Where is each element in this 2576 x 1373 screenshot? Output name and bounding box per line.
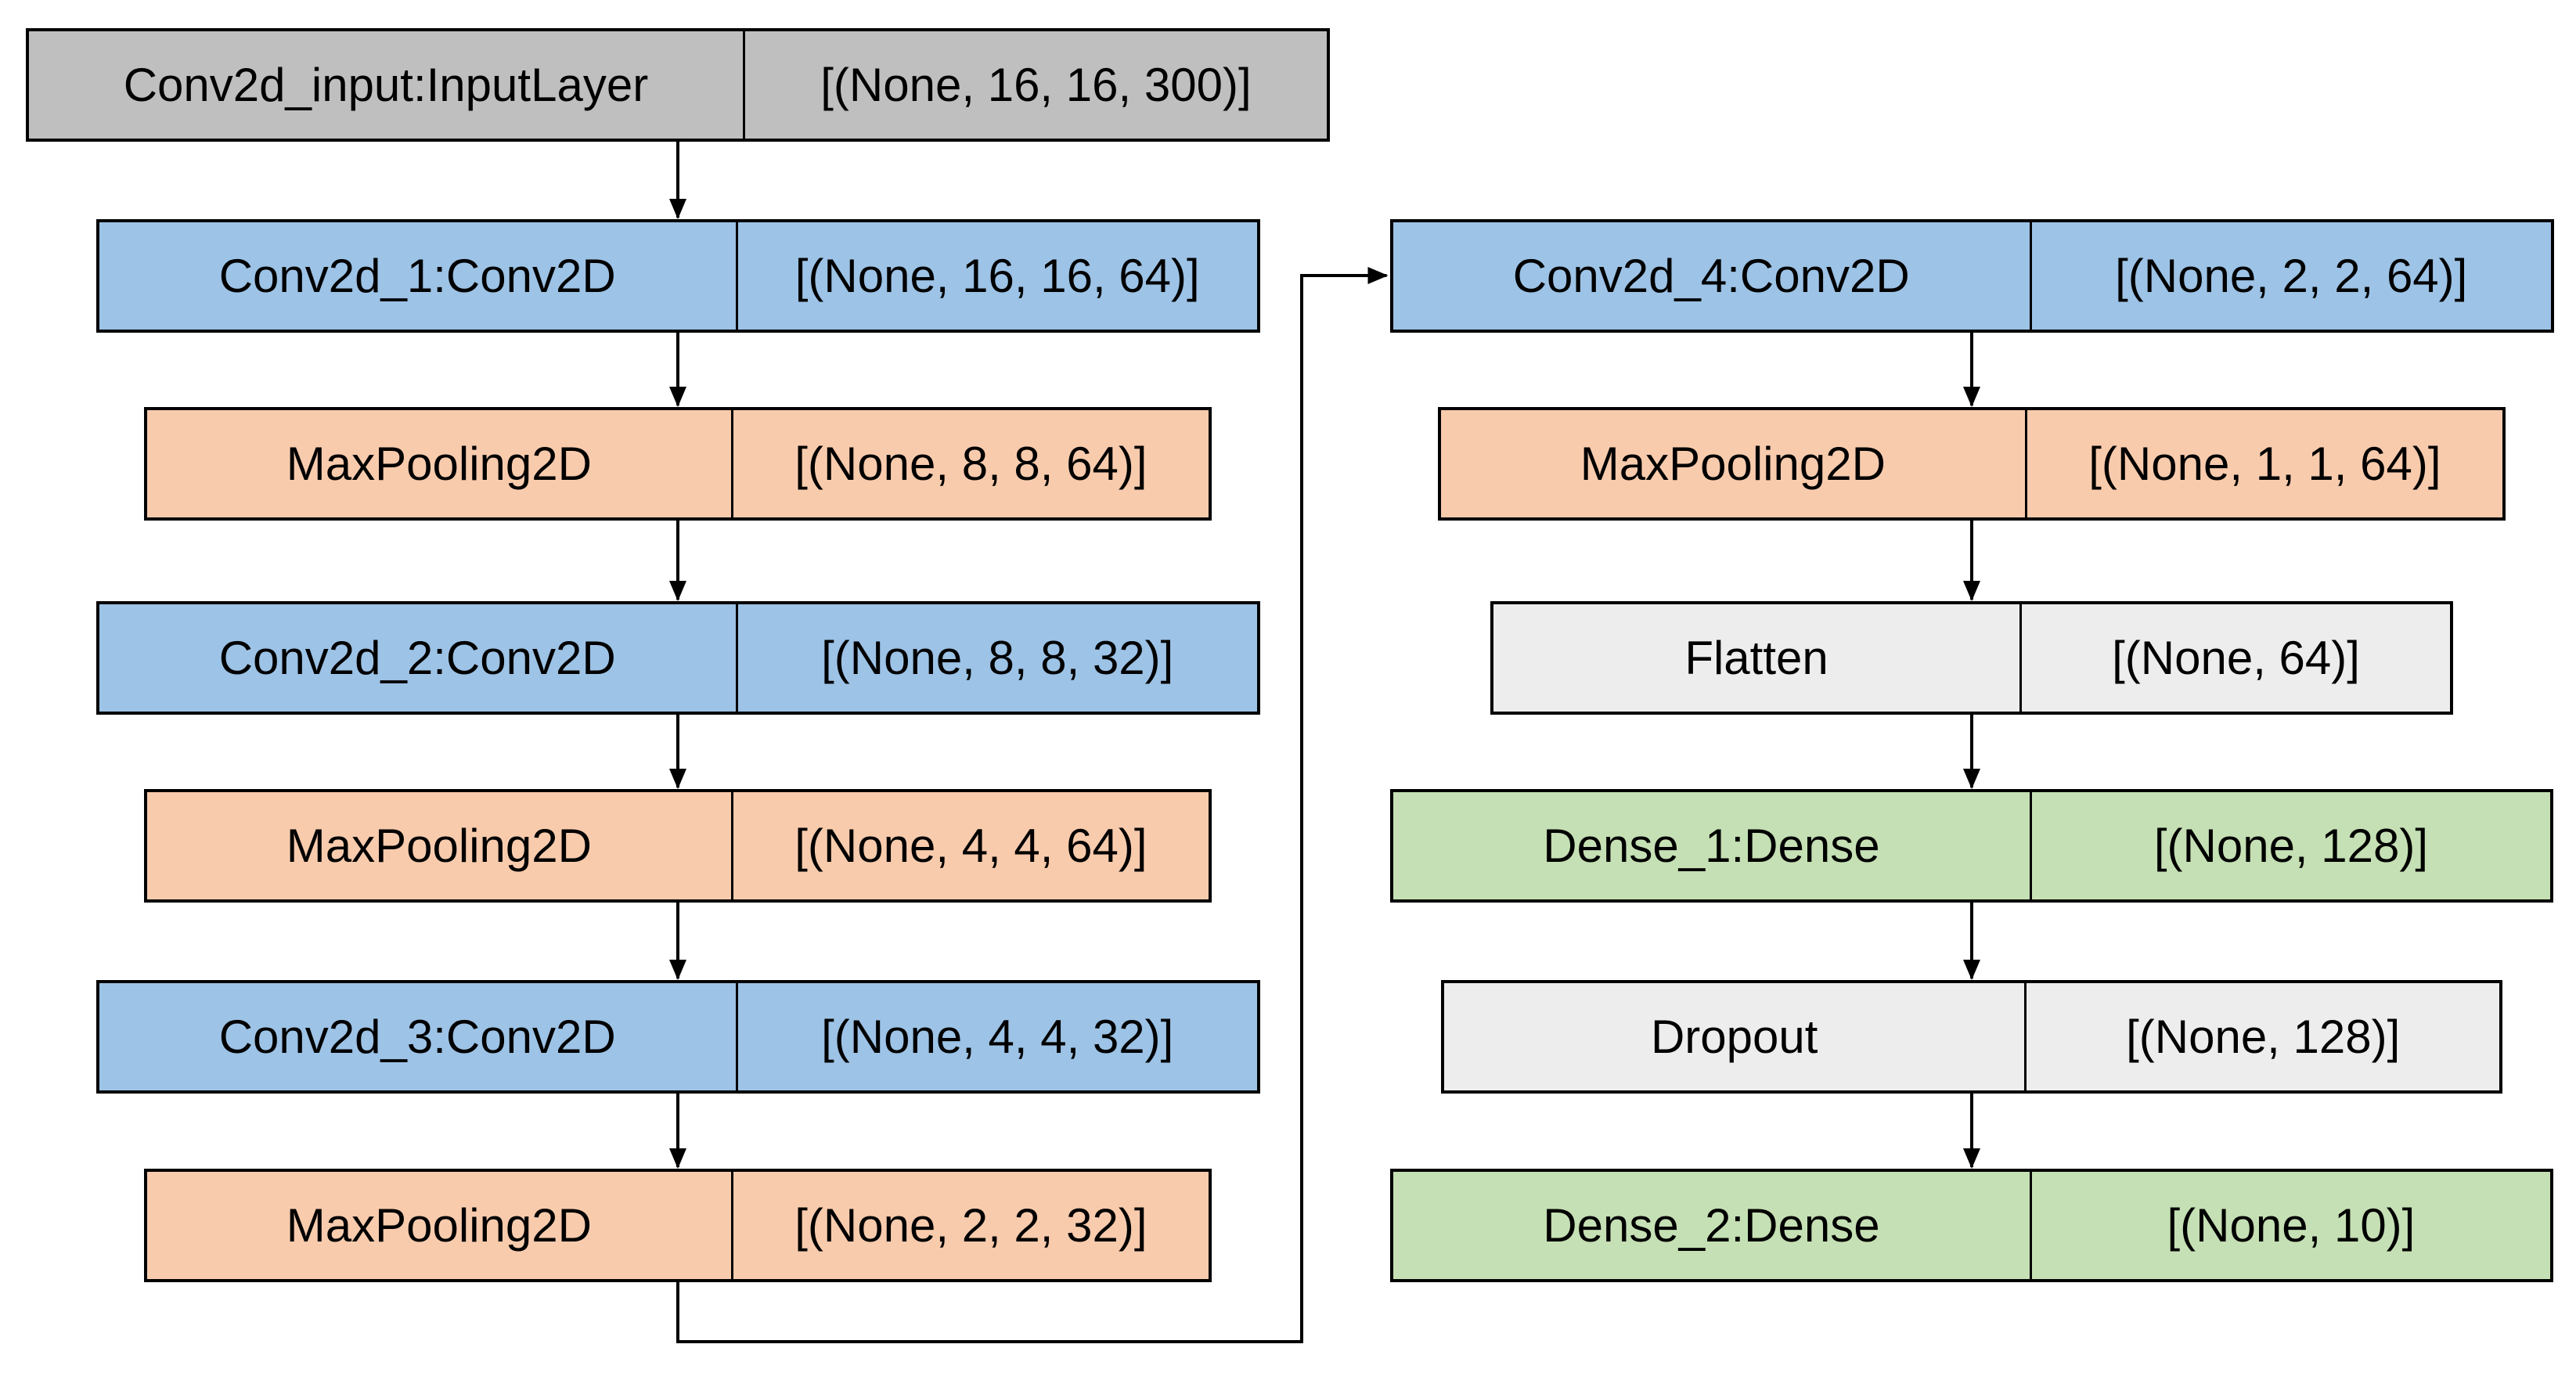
output-shape-cell: [(None, 4, 4, 32)] [735, 983, 1257, 1090]
output-shape-cell: [(None, 2, 2, 64)] [2029, 222, 2551, 330]
output-shape-text: [(None, 128)] [2153, 820, 2429, 872]
output-shape-cell: [(None, 10)] [2029, 1172, 2550, 1279]
layer-node-flatten: Flatten [(None, 64)] [1490, 601, 2453, 715]
output-shape-cell: [(None, 8, 8, 32)] [735, 604, 1257, 712]
layer-node-maxpooling2d_a: MaxPooling2D [(None, 8, 8, 64)] [144, 407, 1212, 521]
layer-name-cell: Dense_2:Dense [1393, 1172, 2030, 1279]
layer-name-text: Conv2d_3:Conv2D [218, 1011, 616, 1063]
output-shape-text: [(None, 8, 8, 64)] [794, 438, 1147, 490]
layer-node-maxpooling2d_b: MaxPooling2D [(None, 4, 4, 64)] [144, 789, 1212, 903]
layer-name-text: Conv2d_2:Conv2D [218, 632, 616, 684]
output-shape-cell: [(None, 4, 4, 64)] [730, 792, 1209, 899]
output-shape-cell: [(None, 128)] [2029, 792, 2550, 899]
layer-name-cell: Conv2d_3:Conv2D [99, 983, 736, 1090]
layer-name-text: Conv2d_input:InputLayer [123, 59, 649, 111]
layer-node-dense_2: Dense_2:Dense [(None, 10)] [1390, 1169, 2553, 1282]
layer-name-cell: Conv2d_1:Conv2D [99, 222, 736, 330]
output-shape-cell: [(None, 128)] [2024, 983, 2499, 1090]
layer-name-cell: Flatten [1493, 604, 2019, 712]
layer-name-cell: Conv2d_4:Conv2D [1393, 222, 2030, 330]
layer-name-cell: Dropout [1444, 983, 2024, 1090]
output-shape-cell: [(None, 64)] [2019, 604, 2450, 712]
layer-node-conv2d_4: Conv2d_4:Conv2D [(None, 2, 2, 64)] [1389, 219, 2554, 333]
layer-name-text: MaxPooling2D [286, 1199, 592, 1252]
output-shape-text: [(None, 128)] [2126, 1011, 2401, 1063]
output-shape-text: [(None, 4, 4, 32)] [821, 1011, 1174, 1063]
output-shape-text: [(None, 16, 16, 300)] [820, 59, 1252, 111]
layer-name-cell: MaxPooling2D [1441, 410, 2025, 517]
layer-node-conv2d_2: Conv2d_2:Conv2D [(None, 8, 8, 32)] [95, 601, 1260, 715]
output-shape-text: [(None, 16, 16, 64)] [794, 250, 1200, 302]
layer-name-text: MaxPooling2D [286, 820, 592, 872]
output-shape-text: [(None, 10)] [2167, 1199, 2416, 1252]
layer-name-text: Dense_1:Dense [1543, 820, 1880, 872]
output-shape-text: [(None, 64)] [2112, 632, 2360, 684]
layer-name-text: MaxPooling2D [286, 438, 592, 490]
layer-name-text: MaxPooling2D [1580, 438, 1886, 490]
output-shape-cell: [(None, 16, 16, 64)] [735, 222, 1257, 330]
output-shape-cell: [(None, 2, 2, 32)] [730, 1172, 1209, 1279]
layer-name-text: Conv2d_1:Conv2D [218, 250, 616, 302]
layer-node-dropout: Dropout [(None, 128)] [1441, 980, 2502, 1094]
layer-node-conv2d_3: Conv2d_3:Conv2D [(None, 4, 4, 32)] [95, 980, 1260, 1094]
layer-name-cell: MaxPooling2D [147, 792, 731, 899]
output-shape-text: [(None, 8, 8, 32)] [821, 632, 1174, 684]
layer-name-text: Dropout [1650, 1011, 1818, 1063]
layer-name-cell: Conv2d_2:Conv2D [99, 604, 736, 712]
layer-name-cell: MaxPooling2D [147, 410, 731, 517]
output-shape-text: [(None, 1, 1, 64)] [2088, 438, 2441, 490]
output-shape-text: [(None, 2, 2, 32)] [794, 1199, 1147, 1252]
output-shape-cell: [(None, 1, 1, 64)] [2024, 410, 2502, 517]
layer-name-text: Flatten [1684, 632, 1828, 684]
output-shape-cell: [(None, 16, 16, 300)] [742, 31, 1327, 139]
layer-name-cell: Dense_1:Dense [1393, 792, 2030, 899]
layer-node-conv2d_1: Conv2d_1:Conv2D [(None, 16, 16, 64)] [95, 219, 1260, 333]
layer-node-conv2d_input: Conv2d_input:InputLayer [(None, 16, 16, 3… [26, 28, 1330, 142]
layer-name-text: Dense_2:Dense [1543, 1199, 1880, 1252]
layer-node-dense_1: Dense_1:Dense [(None, 128)] [1390, 789, 2553, 903]
layer-node-maxpooling2d_c: MaxPooling2D [(None, 2, 2, 32)] [144, 1169, 1212, 1282]
output-shape-text: [(None, 2, 2, 64)] [2115, 250, 2468, 302]
layer-name-cell: Conv2d_input:InputLayer [29, 31, 743, 139]
layer-name-text: Conv2d_4:Conv2D [1512, 250, 1910, 302]
output-shape-text: [(None, 4, 4, 64)] [794, 820, 1147, 872]
output-shape-cell: [(None, 8, 8, 64)] [730, 410, 1209, 517]
layer-name-cell: MaxPooling2D [147, 1172, 731, 1279]
layer-node-maxpooling2d_d: MaxPooling2D [(None, 1, 1, 64)] [1438, 407, 2506, 521]
